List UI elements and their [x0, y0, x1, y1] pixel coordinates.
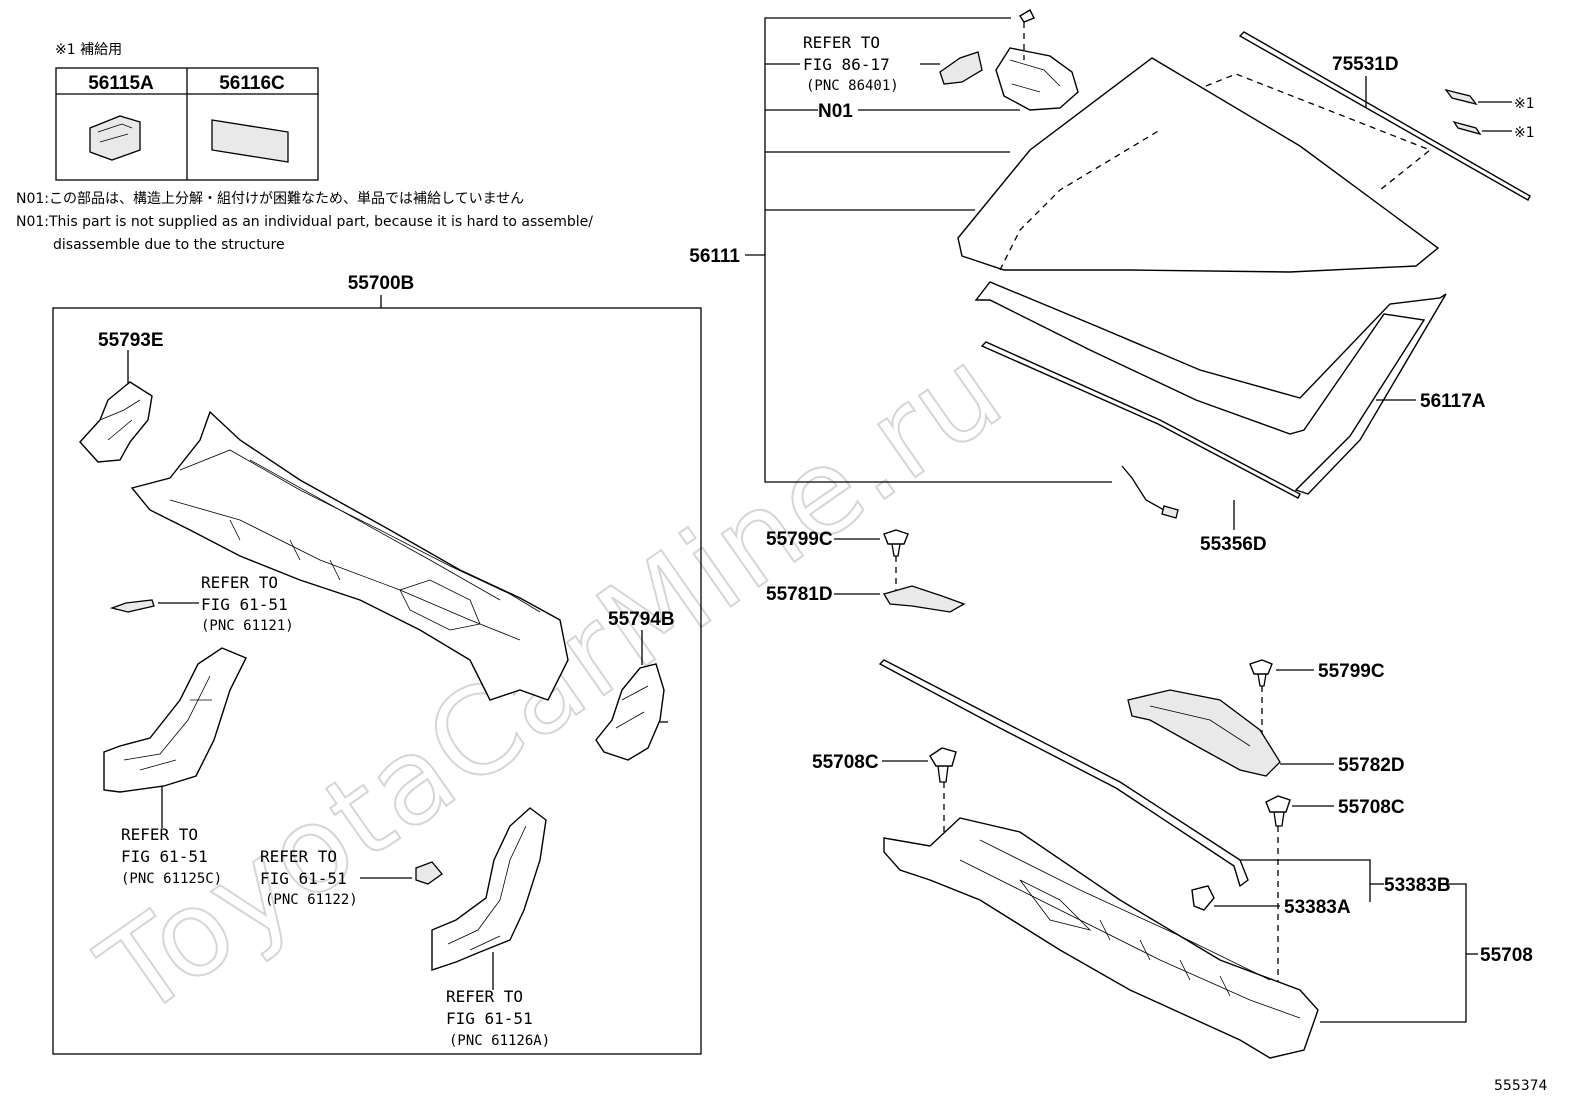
label-n01[interactable]: N01 [818, 101, 853, 122]
reference-61121[interactable]: REFER TO FIG 61-51 (PNC 61121) [201, 573, 294, 634]
label-53383b[interactable]: 53383B [1384, 875, 1451, 896]
lower-molding-drawing [980, 341, 1301, 499]
part-55781d [883, 585, 966, 613]
clip-star1-a [1444, 88, 1478, 106]
part-55356d-drawing [1121, 465, 1179, 519]
label-55799c-a[interactable]: 55799C [766, 529, 833, 550]
windshield-glass-drawing [957, 57, 1440, 273]
label-75531d[interactable]: 75531D [1332, 54, 1399, 75]
label-star1-b[interactable]: ※1 [1514, 125, 1535, 141]
label-56111[interactable]: 56111 [689, 246, 740, 267]
rain-sensor-bracket-drawing [939, 9, 1079, 111]
clip-55799c-a [883, 529, 909, 557]
svg-text:REFER TO: REFER TO [121, 825, 198, 844]
cowl-louver-drawing [883, 817, 1319, 1059]
clip-53383a [1191, 885, 1215, 911]
label-55793e[interactable]: 55793E [98, 330, 164, 351]
weatherstrip-drawing [878, 659, 1249, 888]
svg-text:FIG 61-51: FIG 61-51 [201, 595, 288, 614]
reference-86401[interactable]: REFER TO FIG 86-17 (PNC 86401) [803, 33, 899, 94]
label-55700b[interactable]: 55700B [348, 273, 415, 294]
svg-text:FIG 61-51: FIG 61-51 [260, 869, 347, 888]
windshield-seal-56117a-drawing [974, 281, 1447, 495]
reference-61126a[interactable]: REFER TO FIG 61-51 (PNC 61126A) [446, 987, 550, 1049]
clip-55708c-b [1265, 795, 1291, 827]
reference-61125c[interactable]: REFER TO FIG 61-51 (PNC 61125C) [121, 825, 222, 887]
clip-55799c-b [1249, 659, 1273, 687]
assembly-box-55700b [52, 307, 702, 1055]
svg-text:FIG 86-17: FIG 86-17 [803, 55, 890, 74]
n01-note-english-line1: N01:This part is not supplied as an indi… [16, 214, 593, 230]
supply-item-56115a[interactable]: 56115A [88, 73, 154, 94]
bracket-61126a-drawing [431, 807, 547, 971]
bracket-61125c-drawing [103, 647, 247, 793]
figure-number: 555374 [1494, 1078, 1548, 1094]
svg-text:REFER TO: REFER TO [446, 987, 523, 1006]
svg-text:REFER TO: REFER TO [803, 33, 880, 52]
clip-56115a-drawing [89, 115, 141, 161]
svg-text:(PNC 61121): (PNC 61121) [201, 618, 294, 634]
n01-note-english-line2: disassemble due to the structure [53, 237, 285, 253]
label-53383a[interactable]: 53383A [1284, 897, 1351, 918]
molding-56116c-drawing [211, 119, 289, 163]
label-55781d[interactable]: 55781D [766, 584, 833, 605]
label-55708c-b[interactable]: 55708C [1338, 797, 1405, 818]
svg-text:REFER TO: REFER TO [260, 847, 337, 866]
svg-text:(PNC 61126A): (PNC 61126A) [449, 1033, 550, 1049]
label-55356d[interactable]: 55356D [1200, 534, 1267, 555]
clip-star1-b [1452, 120, 1482, 136]
label-55708[interactable]: 55708 [1480, 945, 1533, 966]
molding-75531d-drawing [1238, 31, 1531, 201]
svg-text:FIG 61-51: FIG 61-51 [446, 1009, 533, 1028]
svg-text:(PNC 61122): (PNC 61122) [265, 892, 358, 908]
label-star1-a[interactable]: ※1 [1514, 96, 1535, 112]
label-55782d[interactable]: 55782D [1338, 755, 1405, 776]
label-55794b[interactable]: 55794B [608, 609, 675, 630]
part-55794b [595, 663, 668, 761]
supply-note-title: ※1 補給用 [55, 42, 122, 58]
svg-text:(PNC 61125C): (PNC 61125C) [121, 871, 222, 887]
cowl-top-panel-drawing [130, 410, 569, 701]
supply-item-56116c[interactable]: 56116C [219, 73, 285, 94]
part-55793e [79, 381, 153, 463]
part-55782d [1127, 689, 1281, 777]
svg-text:REFER TO: REFER TO [201, 573, 278, 592]
clip-55708c-a [929, 747, 957, 783]
reference-61122[interactable]: REFER TO FIG 61-51 (PNC 61122) [260, 847, 358, 908]
svg-text:FIG 61-51: FIG 61-51 [121, 847, 208, 866]
label-55799c-b[interactable]: 55799C [1318, 661, 1385, 682]
bracket-61122-drawing [415, 861, 443, 885]
supply-table: ※1 補給用 56115A 56116C [55, 42, 319, 181]
label-56117a[interactable]: 56117A [1420, 391, 1486, 412]
bracket-61121-drawing [109, 599, 155, 613]
svg-text:(PNC 86401): (PNC 86401) [806, 78, 899, 94]
label-55708c-a[interactable]: 55708C [812, 752, 879, 773]
bracket-56111 [764, 17, 1112, 483]
n01-note-japanese: N01:この部品は、構造上分解・組付けが困難なため、単品では補給していません [16, 191, 524, 207]
